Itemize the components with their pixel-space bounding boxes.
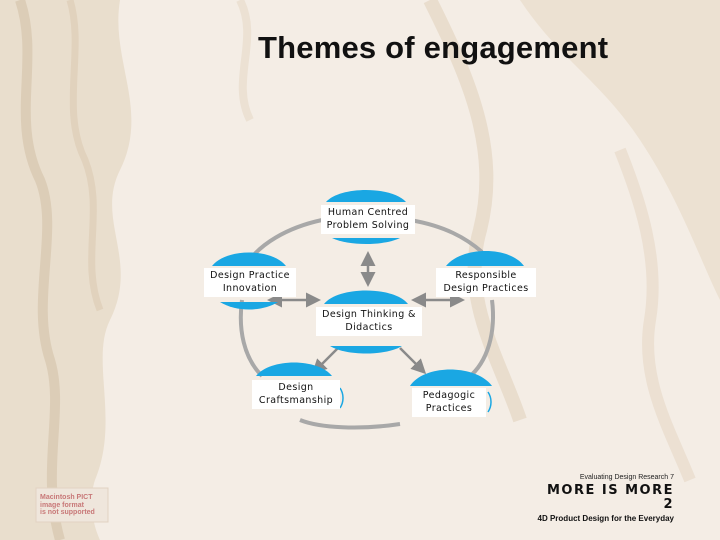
node-human-centred-problem-solving: Human Centred Problem Solving xyxy=(321,205,415,234)
node-shape-dtd-bottom xyxy=(330,346,402,354)
node-shape-hcps xyxy=(326,190,406,202)
node-shape-hcps-bottom xyxy=(332,238,400,244)
node-shape-dpi xyxy=(212,252,286,266)
footer-brand-logo: MORE IS MORE 2 xyxy=(546,483,674,512)
unsupported-image-placeholder: Macintosh PICT image format is not suppo… xyxy=(40,494,95,516)
node-design-thinking-didactics: Design Thinking & Didactics xyxy=(316,307,422,336)
node-design-craftsmanship: Design Craftsmanship xyxy=(252,380,340,409)
node-shape-dpi-bottom xyxy=(220,302,278,310)
node-shapes xyxy=(212,190,524,386)
node-shape-rdp xyxy=(446,251,524,266)
footer-tagline: 4D Product Design for the Everyday xyxy=(537,514,674,523)
footer-branding: Evaluating Design Research 7 MORE IS MOR… xyxy=(534,474,674,523)
node-responsible-design-practices: Responsible Design Practices xyxy=(436,268,536,297)
node-pedagogic-practices: Pedagogic Practices xyxy=(412,388,486,417)
slide-title: Themes of engagement xyxy=(258,30,609,65)
arrow-dtd-pp xyxy=(399,347,427,375)
node-design-practice-innovation: Design Practice Innovation xyxy=(204,268,296,297)
node-shape-pp xyxy=(410,369,492,386)
footer-research-line: Evaluating Design Research 7 xyxy=(579,474,674,481)
node-shape-dc xyxy=(256,362,332,376)
node-shape-dtd xyxy=(324,290,408,304)
